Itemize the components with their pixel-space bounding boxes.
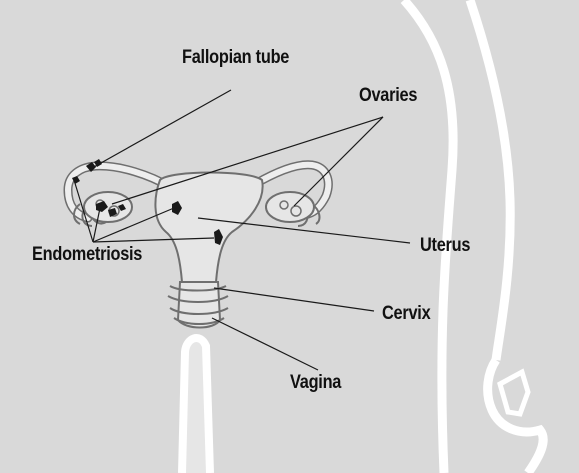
right-ovary [266,192,314,222]
cervix-label: Cervix [382,303,430,325]
vagina-shape [182,338,210,473]
vagina-label: Vagina [290,372,341,394]
uterus-label: Uterus [420,235,470,257]
endometriosis-label: Endometriosis [32,244,142,266]
fallopian-tube-label: Fallopian tube [182,47,289,69]
ovaries-label: Ovaries [359,85,417,107]
